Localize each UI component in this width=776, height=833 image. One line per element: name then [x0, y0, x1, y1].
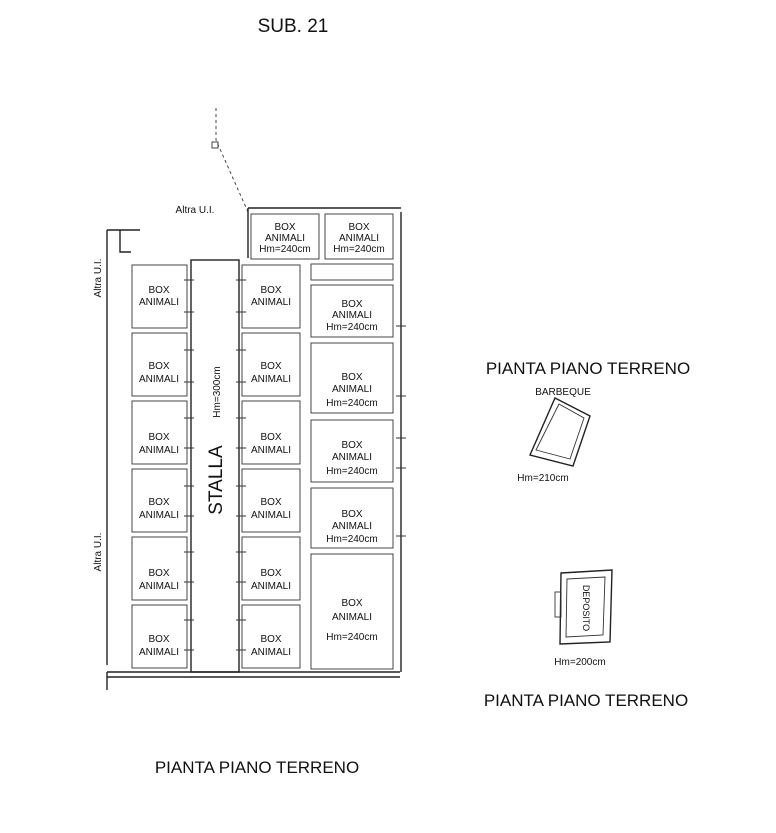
svg-text:ANIMALI: ANIMALI	[139, 297, 179, 308]
box-animali-mid-5: BOX ANIMALI	[241, 536, 301, 601]
svg-text:ANIMALI: ANIMALI	[139, 647, 179, 658]
deposito-label: DEPOSITO	[581, 585, 591, 631]
box-animali-mid-6: BOX ANIMALI	[241, 604, 301, 669]
svg-text:ANIMALI: ANIMALI	[339, 233, 379, 244]
svg-text:Hm=240cm: Hm=240cm	[326, 534, 377, 545]
svg-text:Hm=240cm: Hm=240cm	[326, 466, 377, 477]
box-animali-top-2: BOX ANIMALI Hm=240cm	[324, 213, 394, 260]
svg-text:Hm=240cm: Hm=240cm	[326, 632, 377, 643]
svg-text:BOX: BOX	[260, 497, 281, 508]
svg-text:ANIMALI: ANIMALI	[139, 374, 179, 385]
svg-text:BOX: BOX	[341, 598, 362, 609]
svg-text:ANIMALI: ANIMALI	[332, 452, 372, 463]
box-animali-right-2: BOX ANIMALI Hm=240cm	[310, 342, 394, 414]
corridor-strip	[310, 263, 394, 281]
svg-text:BOX: BOX	[260, 634, 281, 645]
deposito-structure	[554, 569, 613, 645]
box-animali-left-6: BOX ANIMALI	[131, 604, 188, 669]
box-animali-right-1: BOX ANIMALI Hm=240cm	[310, 284, 394, 338]
altra-ui-top-label: Altra U.I.	[176, 205, 215, 216]
svg-text:BOX: BOX	[148, 285, 169, 296]
svg-text:ANIMALI: ANIMALI	[139, 581, 179, 592]
door-markers	[184, 279, 406, 651]
svg-text:ANIMALI: ANIMALI	[332, 521, 372, 532]
boundary-dashed-line	[215, 108, 249, 213]
svg-text:BOX: BOX	[341, 440, 362, 451]
svg-text:BOX: BOX	[341, 372, 362, 383]
svg-text:BOX: BOX	[148, 432, 169, 443]
svg-text:ANIMALI: ANIMALI	[139, 510, 179, 521]
svg-text:ANIMALI: ANIMALI	[332, 310, 372, 321]
svg-text:ANIMALI: ANIMALI	[265, 233, 305, 244]
box-animali-right-5: BOX ANIMALI Hm=240cm	[310, 553, 394, 670]
box-animali-mid-2: BOX ANIMALI	[241, 332, 301, 397]
wall	[119, 230, 131, 253]
altra-ui-left-upper-label: Altra U.I.	[93, 259, 104, 298]
box-animali-left-4: BOX ANIMALI	[131, 468, 188, 533]
barbeque-label: BARBEQUE	[535, 387, 591, 398]
barbeque-structure	[529, 397, 591, 467]
box-animali-left-5: BOX ANIMALI	[131, 536, 188, 601]
svg-text:Hm=240cm: Hm=240cm	[326, 322, 377, 333]
svg-text:ANIMALI: ANIMALI	[251, 647, 291, 658]
plan-title-bottom: PIANTA PIANO TERRENO	[155, 758, 359, 777]
svg-text:BOX: BOX	[274, 222, 295, 233]
box-animali-right-3: BOX ANIMALI Hm=240cm	[310, 419, 394, 483]
marker	[211, 141, 219, 149]
svg-text:ANIMALI: ANIMALI	[251, 445, 291, 456]
box-animali-mid-1: BOX ANIMALI	[241, 264, 301, 329]
svg-text:BOX: BOX	[260, 568, 281, 579]
stalla-corridor	[190, 259, 240, 673]
svg-text:ANIMALI: ANIMALI	[139, 445, 179, 456]
svg-text:Hm=240cm: Hm=240cm	[259, 244, 310, 255]
svg-text:BOX: BOX	[260, 285, 281, 296]
stalla-height-label: Hm=300cm	[212, 366, 223, 417]
svg-text:ANIMALI: ANIMALI	[251, 374, 291, 385]
box-animali-mid-4: BOX ANIMALI	[241, 468, 301, 533]
svg-text:BOX: BOX	[348, 222, 369, 233]
svg-text:BOX: BOX	[148, 361, 169, 372]
altra-ui-left-lower-label: Altra U.I.	[93, 533, 104, 572]
svg-text:BOX: BOX	[148, 568, 169, 579]
svg-text:BOX: BOX	[341, 299, 362, 310]
box-animali-top-1: BOX ANIMALI Hm=240cm	[250, 213, 320, 260]
box-animali-mid-3: BOX ANIMALI	[241, 400, 301, 465]
deposito-height-label: Hm=200cm	[554, 657, 605, 668]
svg-text:BOX: BOX	[148, 497, 169, 508]
box-animali-right-4: BOX ANIMALI Hm=240cm	[310, 487, 394, 549]
sub-title: SUB. 21	[258, 16, 329, 37]
plan-title-right-lower: PIANTA PIANO TERRENO	[484, 691, 688, 710]
box-animali-left-1: BOX ANIMALI	[131, 264, 188, 329]
svg-text:Hm=240cm: Hm=240cm	[333, 244, 384, 255]
svg-text:ANIMALI: ANIMALI	[251, 510, 291, 521]
plan-title-right-upper: PIANTA PIANO TERRENO	[486, 359, 690, 378]
svg-text:Hm=240cm: Hm=240cm	[326, 398, 377, 409]
box-animali-left-3: BOX ANIMALI	[131, 400, 188, 465]
svg-text:ANIMALI: ANIMALI	[251, 581, 291, 592]
barbeque-height-label: Hm=210cm	[517, 473, 568, 484]
box-animali-left-2: BOX ANIMALI	[131, 332, 188, 397]
svg-text:ANIMALI: ANIMALI	[251, 297, 291, 308]
svg-text:BOX: BOX	[260, 361, 281, 372]
svg-text:BOX: BOX	[260, 432, 281, 443]
svg-text:BOX: BOX	[341, 509, 362, 520]
svg-text:ANIMALI: ANIMALI	[332, 612, 372, 623]
svg-text:BOX: BOX	[148, 634, 169, 645]
stalla-label: STALLA	[206, 445, 227, 515]
svg-text:ANIMALI: ANIMALI	[332, 384, 372, 395]
